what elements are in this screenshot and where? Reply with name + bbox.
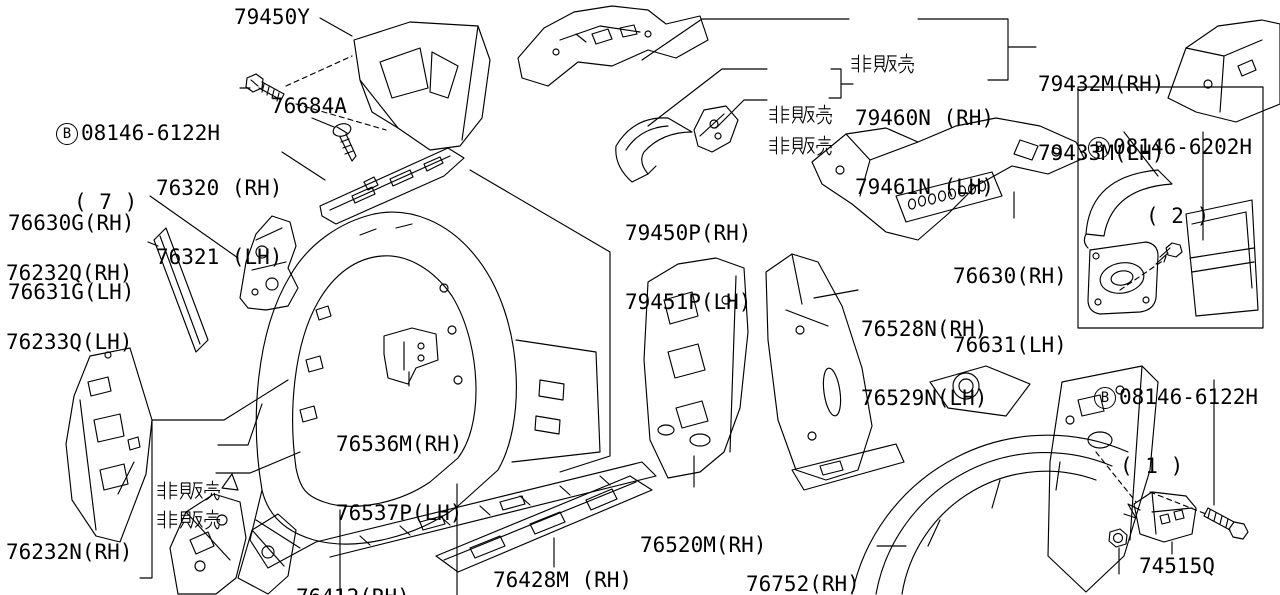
screw-icon-76684a [332, 123, 357, 162]
qty-badge: ( 7 ) [74, 190, 138, 214]
detail-box-6202h-drawing [1077, 86, 1264, 329]
part-76630-drawing [811, 117, 1085, 241]
label-76232n: 76232N(RH) 76233N(LH) [6, 540, 133, 564]
label-79460n: 79460N (RH) 79461N (LH) [855, 106, 995, 199]
qty-badge: ( 2 ) [1146, 204, 1210, 228]
label-76232q: 76232Q(RH) 76233Q(LH) [6, 261, 133, 354]
label-bottom-cutoff: 76412(RH) [296, 586, 410, 595]
label-76010: 76010(RH) 76011(LH) [24, 555, 138, 595]
small-bracket-drawing [693, 105, 739, 153]
bolt-attachment-dashed-lines [285, 55, 387, 131]
label-not-for-sale-3: 非販売 [768, 89, 832, 225]
part-76630g-drawing [239, 215, 299, 311]
circled-b-icon: B [1088, 137, 1110, 159]
qty-badge: ( 1 ) [1120, 454, 1184, 478]
label-76630g: 76630G(RH) 76631G(LH) [8, 211, 135, 304]
label-76428m: 76428M (RH) [493, 568, 633, 592]
circled-b-icon: B [1094, 387, 1116, 409]
part-76428m-drawing [435, 475, 653, 573]
part-76320-drawing [319, 147, 465, 225]
label-not-for-sale-5: 非販売 [156, 463, 220, 595]
leader-lines [117, 17, 1037, 595]
label-76752: 76752(RH) 76753(LH) [746, 572, 860, 595]
not-for-sale-glyph [768, 135, 832, 156]
part-79450p-drawing [615, 117, 693, 183]
wheelhouse-assembly-drawing [851, 365, 1159, 595]
part-76528n-drawing [765, 253, 905, 491]
label-76520m: 76520M(RH) 76521M(LH) [640, 533, 767, 557]
part-79450y-drawing [353, 21, 491, 151]
label-76320: 76320 (RH) 76321 (LH) [156, 176, 283, 269]
part-76232n-drawing [65, 347, 153, 543]
rail-corner-piece-drawing [1167, 19, 1280, 123]
part-76536m-drawing [383, 327, 439, 385]
label-08911-20647: N08911-20647 [1091, 575, 1280, 595]
fastener-74515q-group-drawing [1095, 379, 1249, 575]
label-76630: 76630(RH) 76631(LH) [953, 264, 1067, 357]
cowl-top-bracket-drawing [517, 5, 709, 87]
not-for-sale-glyph [156, 509, 220, 530]
label-74515q: 74515Q [1139, 554, 1215, 578]
bolt-icon-top-left [245, 73, 285, 102]
label-79450y: 79450Y [234, 5, 310, 29]
part-76520m-drawing [643, 257, 749, 479]
label-76536m: 76536M(RH) 76537P(LH) [336, 432, 463, 525]
label-76528n: 76528N(RH) 76529N(LH) [861, 317, 988, 410]
body-side-inner-assembly-drawing [249, 211, 657, 569]
circled-b-icon: B [56, 123, 78, 145]
part-76232q-drawing [153, 227, 209, 353]
label-79450p: 79450P(RH) 79451P(LH) [625, 221, 752, 314]
label-76684a: 76684A [271, 94, 347, 118]
